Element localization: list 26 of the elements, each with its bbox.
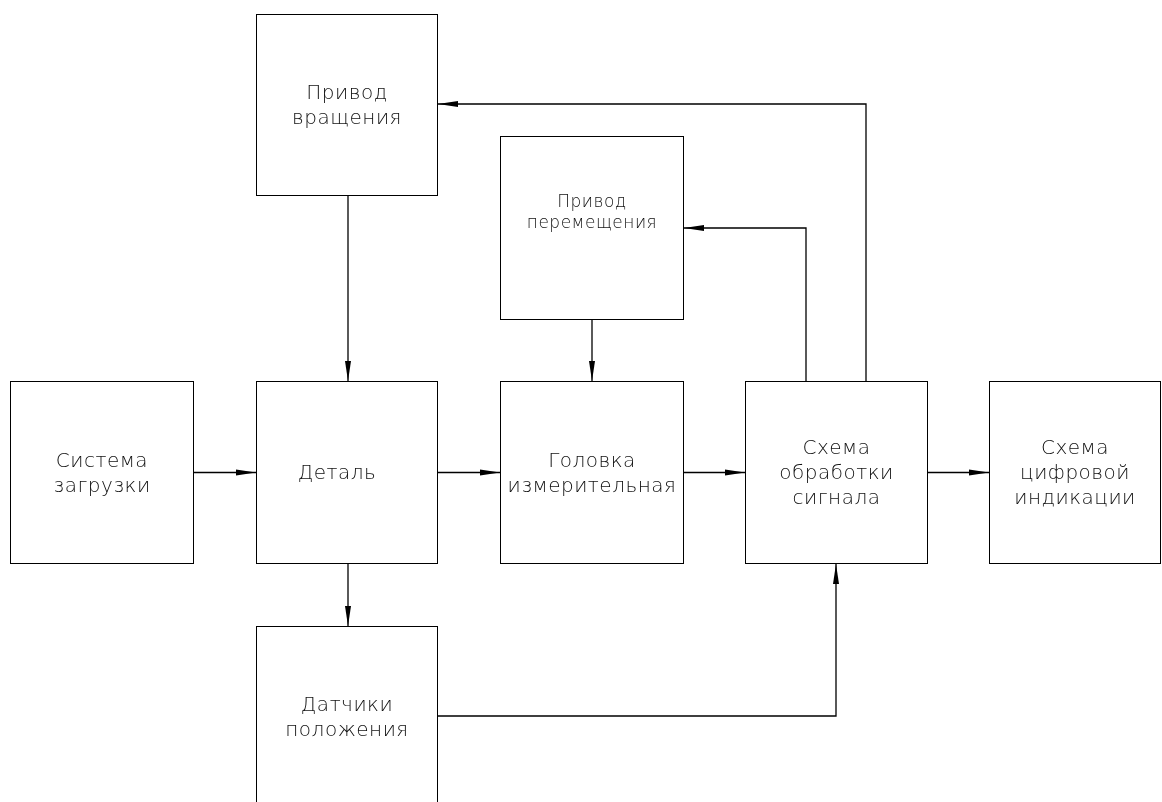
arrow: [683, 469, 746, 476]
block-box: [256, 626, 438, 802]
arrow: [345, 563, 351, 627]
block-label: Датчики положения: [284, 691, 410, 742]
block-label: Схема цифровой индикации: [1013, 435, 1137, 510]
block-label: Привод вращения: [291, 80, 403, 130]
arrow: [437, 101, 867, 382]
block-box: [745, 381, 928, 564]
arrow: [193, 469, 257, 476]
arrow: [927, 469, 990, 476]
block-box: [256, 14, 438, 196]
arrow: [683, 225, 807, 382]
block-box: [500, 136, 684, 320]
arrow: [437, 563, 839, 717]
block-box: [256, 381, 438, 564]
block-box: [989, 381, 1161, 564]
block-label: Система загрузки: [52, 447, 152, 498]
arrow: [345, 195, 351, 382]
block-label: Головка измерительная: [506, 447, 678, 498]
arrow: [437, 469, 501, 476]
block-label: Схема обработки сигнала: [778, 435, 895, 510]
block-box: [500, 381, 684, 564]
block-label: Деталь: [296, 460, 378, 485]
block-label: Привод перемещения: [525, 190, 659, 234]
block-box: [10, 381, 194, 564]
arrow: [589, 319, 595, 382]
